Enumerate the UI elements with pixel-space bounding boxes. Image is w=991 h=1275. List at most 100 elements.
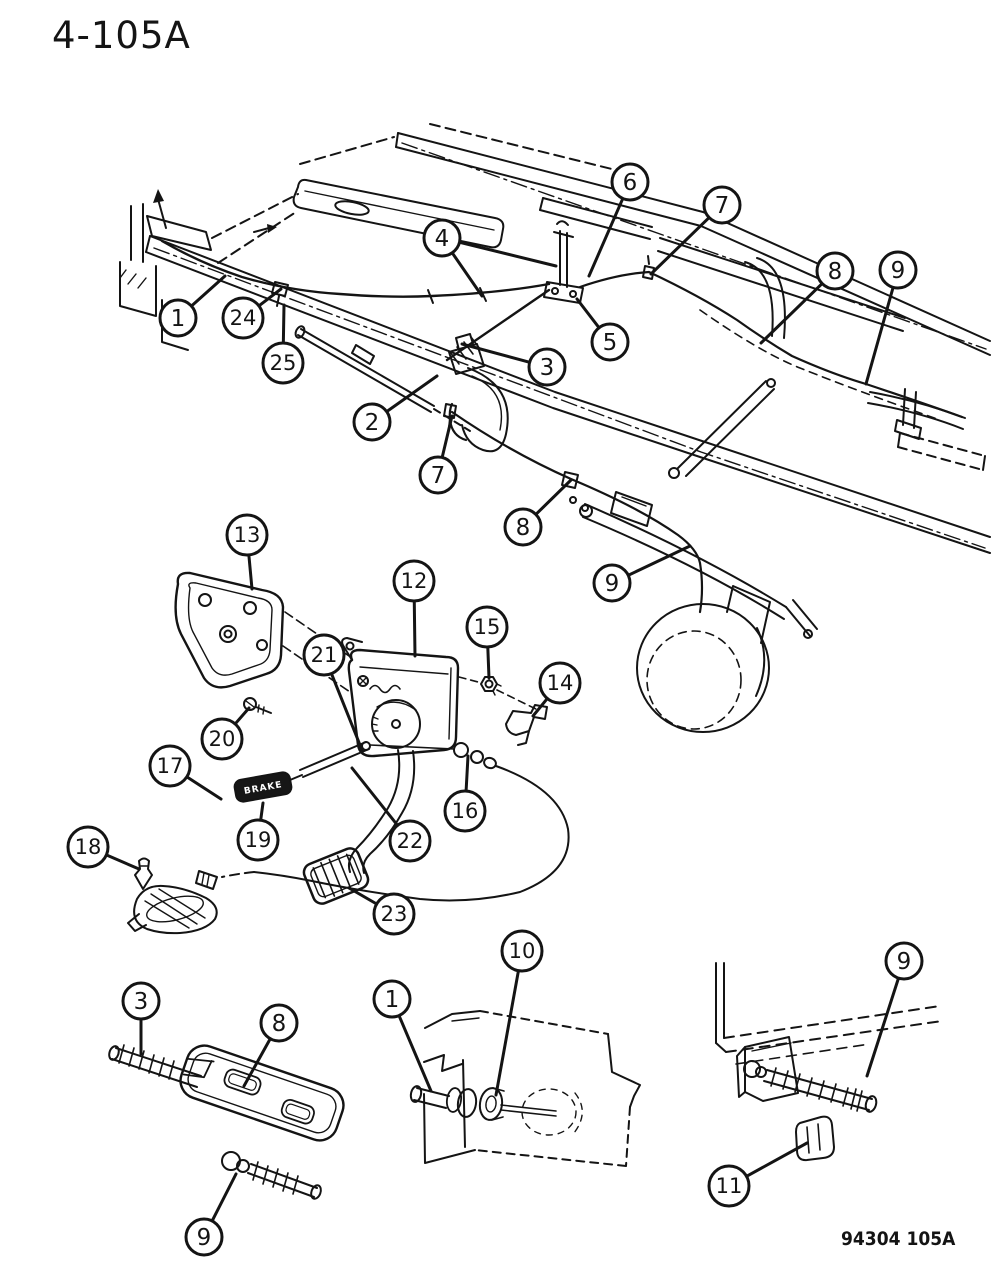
threaded-rod-9 bbox=[743, 1060, 878, 1113]
callout-3: 3 bbox=[121, 981, 161, 1056]
callout-leader-line bbox=[383, 374, 439, 415]
callout-leader-line bbox=[486, 643, 491, 680]
callout-number: 11 bbox=[716, 1174, 743, 1198]
callout-leader-line bbox=[247, 551, 254, 591]
callout-13: 13 bbox=[225, 513, 269, 591]
callout-1: 1 bbox=[372, 979, 433, 1093]
rear-adjuster-detail bbox=[715, 962, 943, 1162]
callout-19: 19 bbox=[236, 801, 280, 862]
callout-circle bbox=[158, 298, 198, 338]
callout-leader-line bbox=[449, 249, 484, 298]
frame-bracket-grommet-detail bbox=[409, 1010, 641, 1167]
callout-circle bbox=[610, 162, 650, 202]
callout-leader-line bbox=[460, 342, 534, 365]
callout-number: 3 bbox=[134, 989, 149, 1015]
callout-9: 9 bbox=[184, 1172, 238, 1257]
callout-number: 22 bbox=[397, 829, 424, 853]
callout-circle bbox=[372, 892, 416, 936]
callout-number: 8 bbox=[828, 259, 843, 285]
callout-number: 19 bbox=[245, 828, 272, 852]
callout-15: 15 bbox=[465, 605, 509, 680]
frame-bracket-outline bbox=[423, 1010, 641, 1167]
release-handle-19: BRAKE bbox=[233, 771, 303, 803]
callout-11: 11 bbox=[707, 1141, 809, 1208]
callout-circle bbox=[200, 717, 244, 761]
figure-code: 94304 105A bbox=[841, 1228, 956, 1250]
callout-number: 9 bbox=[605, 571, 620, 597]
callout-17: 17 bbox=[148, 744, 223, 801]
callout-number: 23 bbox=[381, 902, 408, 926]
callout-leader-line bbox=[209, 1172, 238, 1225]
callout-22: 22 bbox=[350, 766, 432, 863]
callout-circle bbox=[352, 402, 392, 442]
callout-4: 4 bbox=[422, 218, 558, 298]
callout-number: 7 bbox=[431, 463, 446, 489]
callout-circle bbox=[388, 819, 432, 863]
callout-leader-line bbox=[281, 303, 286, 347]
push-pin-clip-18 bbox=[134, 857, 153, 890]
callout-circle bbox=[302, 633, 346, 677]
intermediate-cable-and-guide-bracket bbox=[445, 288, 551, 453]
cable-connector-detail bbox=[108, 1044, 345, 1200]
callout-3: 3 bbox=[460, 342, 567, 387]
callout-circle bbox=[221, 296, 265, 340]
callout-circle bbox=[422, 218, 462, 258]
callout-number: 9 bbox=[897, 949, 912, 975]
rear-cable-near-side bbox=[443, 402, 704, 614]
callout-leader-line bbox=[412, 597, 417, 658]
callout-20: 20 bbox=[200, 706, 251, 761]
callout-12: 12 bbox=[392, 559, 436, 658]
callout-number: 14 bbox=[547, 671, 574, 695]
callout-leader-line bbox=[531, 695, 551, 718]
callout-leader-line bbox=[464, 754, 470, 795]
cable-clip-7 bbox=[642, 255, 655, 280]
callout-circle bbox=[261, 341, 305, 385]
callout-circle bbox=[236, 818, 280, 862]
callout-leader-line bbox=[865, 974, 901, 1078]
callout-number: 8 bbox=[272, 1011, 287, 1037]
callout-number: 7 bbox=[715, 193, 730, 219]
callout-leader-line bbox=[329, 670, 364, 752]
cable-guide-4b bbox=[479, 287, 487, 302]
hex-nut-15 bbox=[458, 676, 541, 712]
callout-circle bbox=[66, 825, 110, 869]
callout-circle bbox=[884, 941, 924, 981]
cable-bracket-14 bbox=[505, 704, 548, 746]
cable-clip-8b bbox=[561, 471, 579, 489]
callout-number: 18 bbox=[75, 835, 102, 859]
callout-2: 2 bbox=[352, 374, 439, 442]
callout-leader-line bbox=[575, 297, 602, 331]
callout-leader-line bbox=[440, 414, 454, 461]
direction-arrow-icon bbox=[153, 189, 164, 203]
chassis-frame-drawing bbox=[119, 123, 991, 733]
callout-circle bbox=[878, 250, 918, 290]
pedal-support-plate-12 bbox=[341, 637, 460, 758]
callout-circle bbox=[392, 559, 436, 603]
callout-number: 15 bbox=[474, 615, 501, 639]
callout-circle bbox=[527, 347, 567, 387]
cable-clip-24 bbox=[271, 281, 289, 297]
front-parking-brake-cable bbox=[160, 239, 551, 307]
callout-number: 12 bbox=[401, 569, 428, 593]
callout-8: 8 bbox=[503, 478, 573, 547]
bed-crossmember bbox=[539, 197, 906, 339]
callout-number: 3 bbox=[540, 355, 555, 381]
callout-number: 1 bbox=[171, 306, 186, 332]
callout-leader-line bbox=[624, 544, 692, 578]
pivot-stud-21 bbox=[357, 675, 369, 687]
callout-leader-line bbox=[242, 1035, 273, 1088]
callout-circle bbox=[702, 185, 742, 225]
callout-number: 13 bbox=[234, 523, 261, 547]
callout-9: 9 bbox=[865, 941, 924, 1078]
callout-5: 5 bbox=[575, 297, 630, 362]
callout-circle bbox=[590, 322, 630, 362]
callout-7: 7 bbox=[418, 414, 458, 495]
threaded-cable-end-3 bbox=[108, 1044, 202, 1088]
page-title: 4-105A bbox=[52, 14, 191, 57]
callout-23: 23 bbox=[347, 886, 416, 936]
callout-leader-line bbox=[350, 766, 401, 829]
return-spring bbox=[369, 684, 401, 694]
cable-end-1 bbox=[409, 1085, 478, 1118]
